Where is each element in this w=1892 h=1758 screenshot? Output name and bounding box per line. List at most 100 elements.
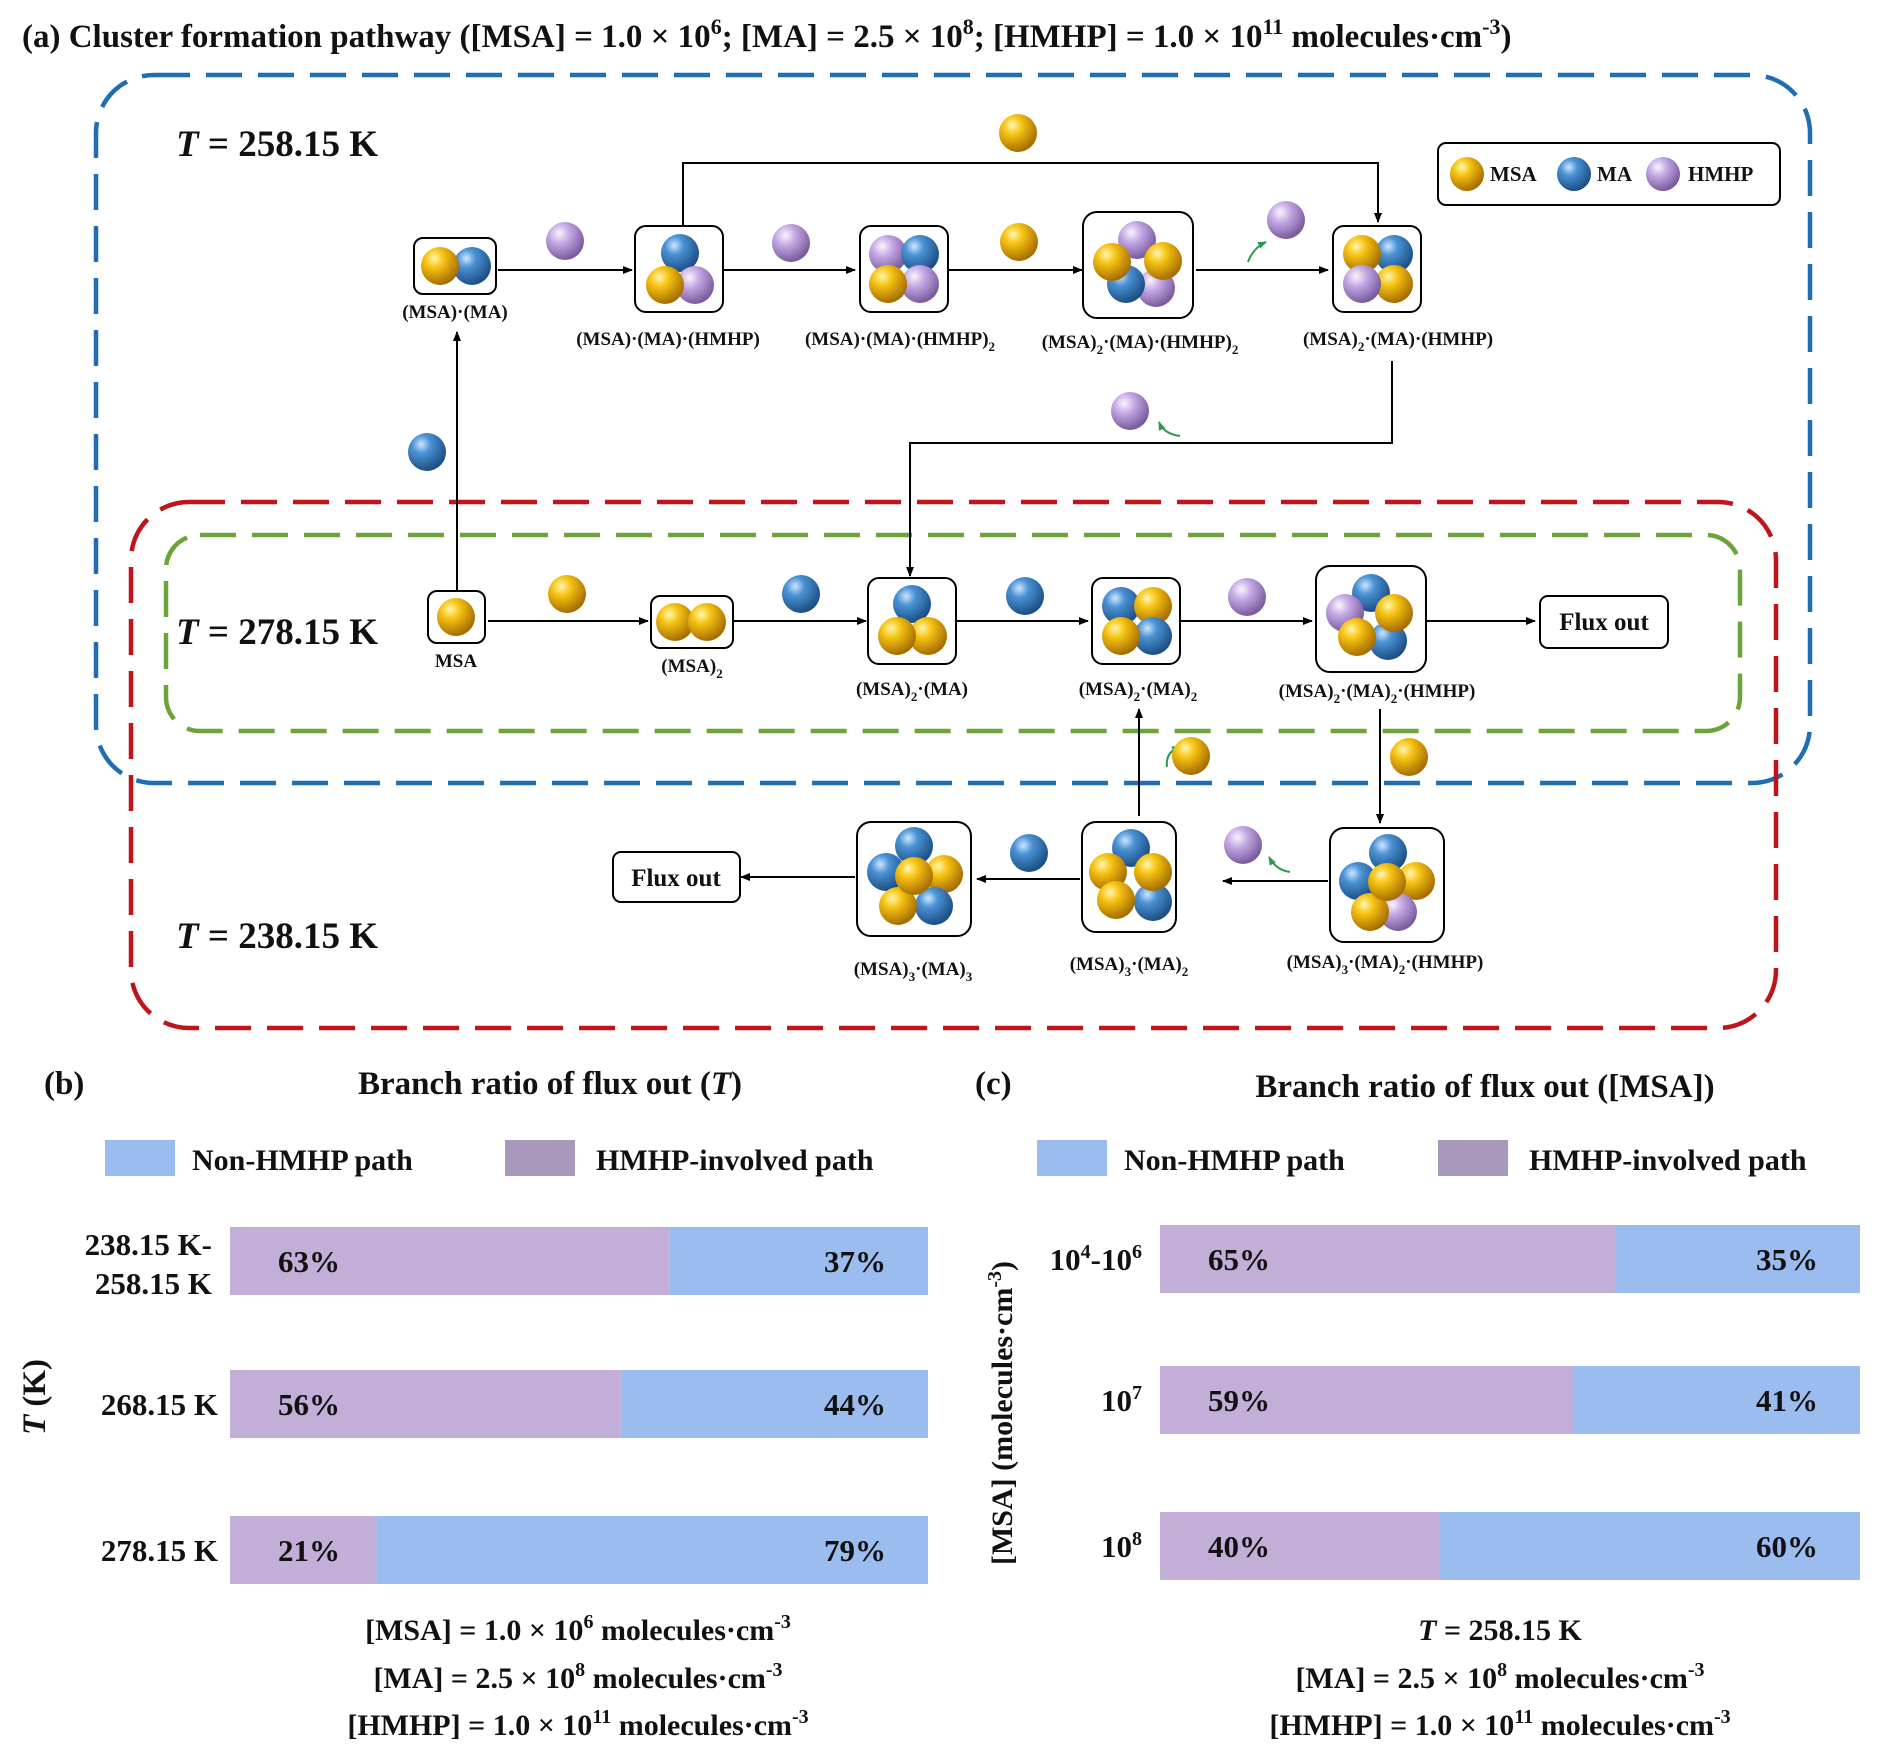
msa-molecule-icon	[1000, 223, 1038, 261]
msa-molecule-icon	[548, 575, 586, 613]
panel-b-label-non-hmhp: 44%	[824, 1387, 886, 1422]
legend-hmhp-label: HMHP-involved path	[1529, 1144, 1807, 1177]
svg-text:Flux out: Flux out	[1559, 609, 1649, 636]
panel-b-category-label: 258.15 K	[95, 1266, 212, 1301]
cluster-msa-ma: (MSA)·(MA)	[402, 237, 508, 323]
cluster-msa2: (MSA)2	[650, 595, 734, 681]
panel-b-bar-non-hmhp	[376, 1516, 929, 1584]
panel-c-label-non-hmhp: 35%	[1756, 1242, 1818, 1277]
panel-b-label-hmhp: 63%	[278, 1244, 340, 1279]
cluster-msa3-ma3: (MSA)3·(MA)3	[854, 821, 973, 984]
panel-c-condition-ma: [MA] = 2.5 × 108 molecules·cm-3	[1295, 1659, 1704, 1695]
panel-b-label-non-hmhp: 37%	[824, 1244, 886, 1279]
panel-b-condition-msa: [MSA] = 1.0 × 106 molecules·cm-3	[365, 1611, 791, 1647]
panel-b-category-label: 278.15 K	[101, 1533, 218, 1568]
msa-molecule-icon	[1390, 738, 1428, 776]
svg-text:(MSA)·(MA): (MSA)·(MA)	[402, 302, 508, 323]
panel-b-label-hmhp: 21%	[278, 1533, 340, 1568]
panel-b-ylabel: T (K)	[17, 1359, 53, 1435]
panel-c-category-label: 104-106	[1050, 1241, 1142, 1277]
legend-hmhp-swatch	[1438, 1140, 1508, 1176]
panel-c-label-hmhp: 40%	[1208, 1529, 1270, 1564]
msa-molecule-icon	[999, 114, 1037, 152]
legend-non-hmhp-swatch	[1037, 1140, 1107, 1176]
cluster-msa2-ma-hmhp2: (MSA)2·(MA)·(HMHP)2	[1042, 211, 1239, 357]
legend-ma-icon	[1557, 157, 1591, 191]
cluster-msa-ma-hmhp2: (MSA)·(MA)·(HMHP)2	[805, 225, 995, 354]
panel-b-condition-hmhp: [HMHP] = 1.0 × 1011 molecules·cm-3	[347, 1706, 808, 1742]
panel-b-category-label: 238.15 K-	[85, 1227, 212, 1262]
legend-hmhp-icon	[1646, 157, 1680, 191]
panel-c-label-non-hmhp: 41%	[1756, 1383, 1818, 1418]
panel-c-bar-hmhp	[1160, 1366, 1573, 1434]
svg-text:(MSA)2·(MA): (MSA)2·(MA)	[856, 679, 968, 704]
svg-text:(MSA)·(MA)·(HMHP)2: (MSA)·(MA)·(HMHP)2	[805, 329, 995, 354]
ma-molecule-icon	[408, 433, 446, 471]
panel-a-title: (a) Cluster formation pathway ([MSA] = 1…	[22, 14, 1511, 55]
hmhp-molecule-icon	[772, 224, 810, 262]
panel-c-label-hmhp: 59%	[1208, 1383, 1270, 1418]
panel-c-bar-non-hmhp	[1440, 1512, 1860, 1580]
svg-text:(MSA)2·(MA)2: (MSA)2·(MA)2	[1079, 679, 1198, 704]
region-box-258	[93, 72, 1813, 786]
legend-non-hmhp-label: Non-HMHP path	[1124, 1144, 1345, 1177]
hmhp-molecule-icon	[546, 222, 584, 260]
legend-ma-label: MA	[1597, 162, 1633, 186]
svg-text:(MSA)2: (MSA)2	[661, 656, 722, 681]
region-label-278: T = 278.15 K	[176, 612, 378, 653]
ma-molecule-icon	[1006, 577, 1044, 615]
panel-b-bars: 63% 37% 238.15 K- 258.15 K 56% 44% 268.15 K 21%…	[85, 1227, 929, 1584]
panel-b-label: (b)	[44, 1066, 84, 1102]
svg-text:(MSA)3·(MA)3: (MSA)3·(MA)3	[854, 959, 973, 984]
legend-non-hmhp-label: Non-HMHP path	[192, 1144, 413, 1177]
panel-c-category-label: 108	[1101, 1528, 1142, 1564]
legend-non-hmhp-swatch	[105, 1140, 175, 1176]
panel-c-label: (c)	[975, 1066, 1012, 1102]
svg-text:(MSA)3·(MA)2: (MSA)3·(MA)2	[1070, 954, 1189, 979]
panel-c-legend: Non-HMHP path HMHP-involved path	[1037, 1140, 1807, 1177]
cluster-msa3-ma2: (MSA)3·(MA)2	[1070, 821, 1189, 979]
svg-text:(MSA)2·(MA)·(HMHP): (MSA)2·(MA)·(HMHP)	[1303, 329, 1493, 354]
legend-hmhp-swatch	[505, 1140, 575, 1176]
panel-b-bar-hmhp	[230, 1370, 621, 1438]
panel-b-label-non-hmhp: 79%	[824, 1533, 886, 1568]
panel-c-ylabel: [MSA] (molecules·cm-3)	[984, 1261, 1019, 1565]
region-box-278	[163, 532, 1743, 734]
panel-b-category-label: 268.15 K	[101, 1387, 218, 1422]
panel-c-label-non-hmhp: 60%	[1756, 1529, 1818, 1564]
cluster-msa2-ma2-hmhp: (MSA)2·(MA)2·(HMHP)	[1279, 565, 1476, 706]
panel-b-label-hmhp: 56%	[278, 1387, 340, 1422]
panel-c-title: Branch ratio of flux out ([MSA])	[1255, 1069, 1714, 1105]
panel-b-bar-hmhp	[230, 1227, 670, 1295]
panel-c-bar-non-hmhp	[1573, 1366, 1860, 1434]
region-label-258: T = 258.15 K	[176, 124, 378, 165]
panel-b-bar-hmhp	[230, 1516, 377, 1584]
hmhp-molecule-icon	[1267, 201, 1305, 239]
panel-c-condition-t: T = 258.15 K	[1418, 1614, 1582, 1647]
hmhp-molecule-icon	[1111, 392, 1149, 430]
cluster-msa-ma-hmhp: (MSA)·(MA)·(HMHP)	[576, 225, 760, 350]
flux-out-box-278: Flux out	[1539, 595, 1669, 649]
ma-molecule-icon	[782, 575, 820, 613]
pathway-arrows	[453, 162, 1536, 885]
msa-molecule-icon	[1172, 737, 1210, 775]
svg-text:(MSA)3·(MA)2·(HMHP): (MSA)3·(MA)2·(HMHP)	[1287, 952, 1484, 977]
panel-c-condition-hmhp: [HMHP] = 1.0 × 1011 molecules·cm-3	[1269, 1706, 1730, 1742]
svg-text:Flux out: Flux out	[631, 865, 721, 892]
panel-b-bar-non-hmhp	[620, 1370, 928, 1438]
cluster-msa: MSA	[427, 590, 486, 672]
panel-b-condition-ma: [MA] = 2.5 × 108 molecules·cm-3	[373, 1659, 782, 1695]
region-box-238	[128, 499, 1779, 1031]
legend-hmhp-label: HMHP-involved path	[596, 1144, 874, 1177]
panel-c-label-hmhp: 65%	[1208, 1242, 1270, 1277]
legend-hmhp-label: HMHP	[1688, 162, 1753, 186]
panel-c-bar-hmhp	[1160, 1225, 1615, 1293]
svg-text:(MSA)·(MA)·(HMHP): (MSA)·(MA)·(HMHP)	[576, 329, 760, 350]
hmhp-molecule-icon	[1228, 578, 1266, 616]
svg-text:(MSA)2·(MA)·(HMHP)2: (MSA)2·(MA)·(HMHP)2	[1042, 332, 1239, 357]
cluster-msa2-ma2: (MSA)2·(MA)2	[1079, 577, 1198, 704]
svg-text:(MSA)2·(MA)2·(HMHP): (MSA)2·(MA)2·(HMHP)	[1279, 681, 1476, 706]
panel-b-bar-non-hmhp	[669, 1227, 928, 1295]
